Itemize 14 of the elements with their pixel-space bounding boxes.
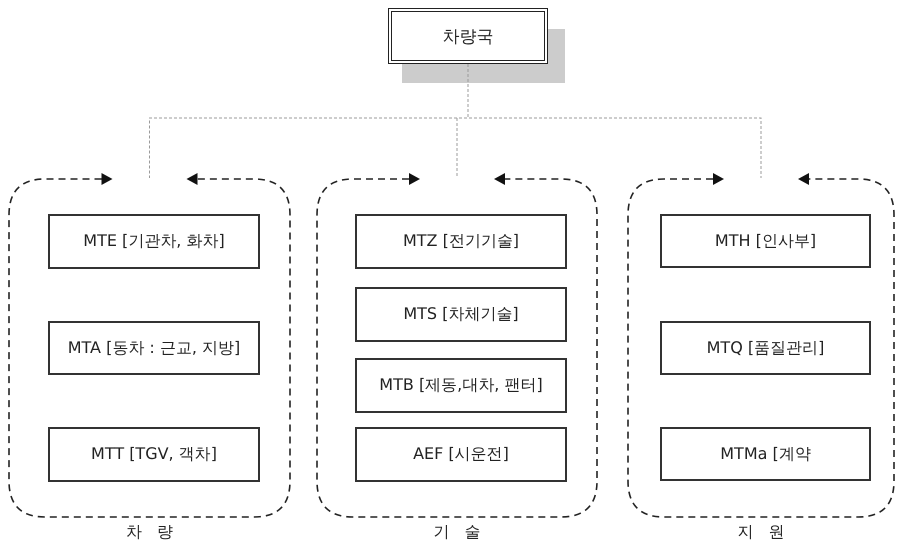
unit-box: MTE [기관차, 화차] <box>48 214 260 269</box>
group-label: 기 술 <box>432 522 482 542</box>
unit-box: MTA [동차 : 근교, 지방] <box>48 321 260 375</box>
department-box: 차량국 <box>388 8 548 64</box>
unit-box: MTQ [품질관리] <box>660 321 871 375</box>
group-label: 지 원 <box>736 522 786 542</box>
unit-box: MTMa [계약 <box>660 427 871 481</box>
unit-box: MTZ [전기기술] <box>355 214 567 269</box>
unit-box: AEF [시운전] <box>355 427 567 482</box>
unit-box: MTS [차체기술] <box>355 287 567 342</box>
unit-box: MTH [인사부] <box>660 214 871 268</box>
unit-box: MTB [제동,대차, 팬터] <box>355 358 567 413</box>
group-label: 차 량 <box>124 522 174 542</box>
unit-box: MTT [TGV, 객차] <box>48 427 260 482</box>
